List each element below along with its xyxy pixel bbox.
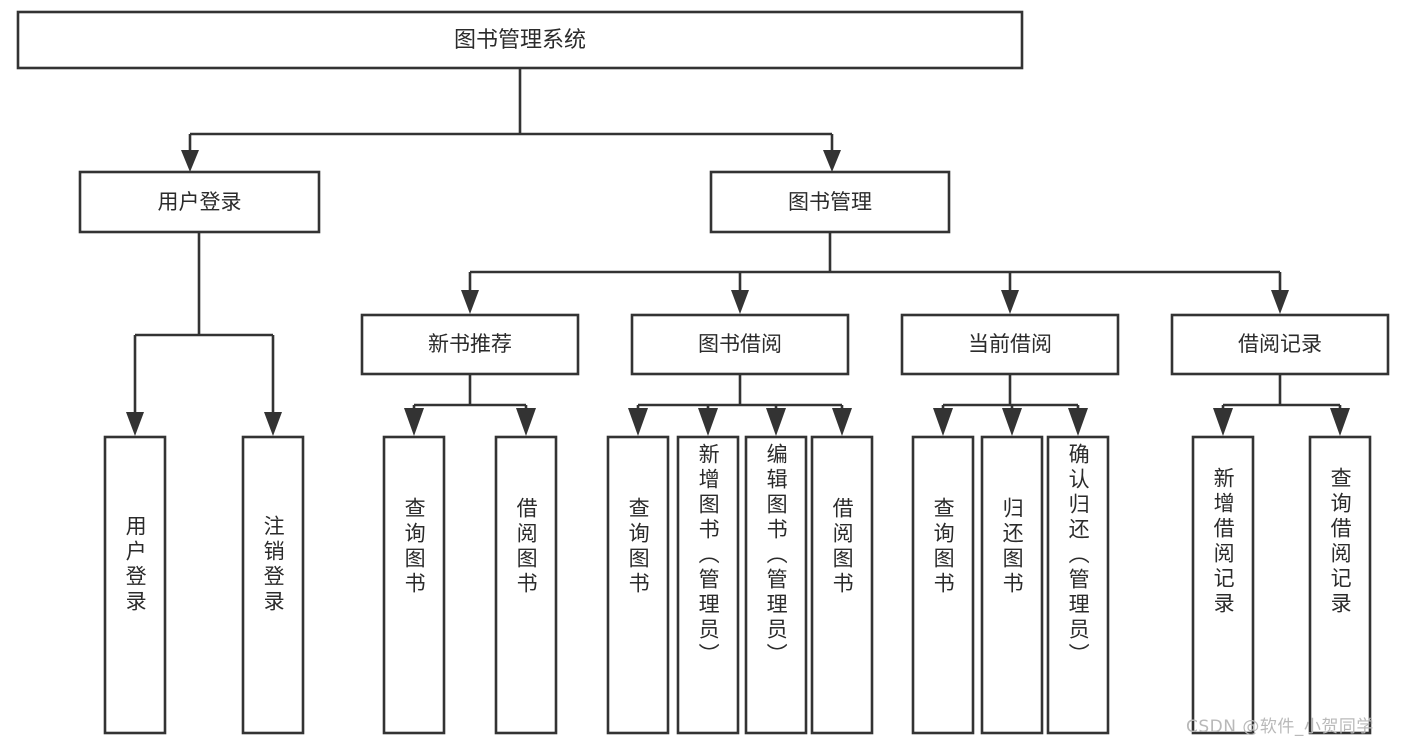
arrow-head-bookmanage-3: [1001, 290, 1019, 314]
node-root-label: 图书管理系统: [454, 28, 586, 53]
arrow-head-bookborrow-3: [766, 408, 786, 436]
node-book-borrow-label: 图书借阅: [698, 332, 782, 356]
leaf-box-current-borrow-3[interactable]: [1046, 435, 1110, 735]
arrow-head-borrowrecord-1: [1213, 408, 1233, 436]
node-user-login[interactable]: 用户登录: [78, 170, 321, 234]
node-current-borrow[interactable]: 当前借阅: [900, 313, 1120, 376]
arrow-head-root-1: [181, 150, 199, 172]
connector-group-new-book: [404, 374, 536, 436]
node-user-login-label: 用户登录: [158, 190, 242, 214]
arrow-head-bookmanage-4: [1271, 290, 1289, 314]
arrow-head-borrowrecord-2: [1330, 408, 1350, 436]
arrow-head-currentborrow-1: [933, 408, 953, 436]
arrow-head-bookborrow-2: [698, 408, 718, 436]
arrow-head-currentborrow-2: [1002, 408, 1022, 436]
node-book-manage-label: 图书管理: [788, 190, 872, 214]
arrow-head-currentborrow-3: [1068, 408, 1088, 436]
node-new-book-recommend-label: 新书推荐: [428, 332, 512, 356]
leaf-box-new-book-1[interactable]: [382, 435, 446, 735]
node-user-login-box[interactable]: [78, 170, 321, 234]
arrow-head-bookborrow-4: [832, 408, 852, 436]
leaf-box-book-borrow-2[interactable]: [676, 435, 740, 735]
connector-group-borrow-record: [1213, 374, 1350, 436]
leaf-box-borrow-record-1[interactable]: [1191, 435, 1255, 735]
node-borrow-record[interactable]: 借阅记录: [1170, 313, 1390, 376]
connector-group-user-login: [126, 232, 282, 436]
connector-group-book-manage: [461, 232, 1289, 314]
node-root-box[interactable]: [16, 10, 1024, 70]
node-new-book-recommend[interactable]: 新书推荐: [360, 313, 580, 376]
arrow-head-root-2: [823, 150, 841, 172]
connector-group-current-borrow: [933, 374, 1088, 436]
arrow-head-bookmanage-1: [461, 290, 479, 314]
leaf-box-current-borrow-1[interactable]: [911, 435, 975, 735]
leaf-box-user-login-1[interactable]: [103, 435, 167, 735]
node-borrow-record-box[interactable]: [1170, 313, 1390, 376]
node-current-borrow-label: 当前借阅: [968, 332, 1052, 356]
leaf-box-current-borrow-2[interactable]: [980, 435, 1044, 735]
arrow-head-bookborrow-1: [628, 408, 648, 436]
leaf-box-new-book-2[interactable]: [494, 435, 558, 735]
connector-group-book-borrow: [628, 374, 852, 436]
node-borrow-record-label: 借阅记录: [1238, 332, 1322, 356]
arrow-head-newbook-1: [404, 408, 424, 436]
node-root[interactable]: 图书管理系统: [16, 10, 1024, 70]
node-new-book-recommend-box[interactable]: [360, 313, 580, 376]
arrow-head-newbook-2: [516, 408, 536, 436]
arrow-head-userlogin-2: [264, 412, 282, 436]
arrow-head-bookmanage-2: [731, 290, 749, 314]
node-book-manage-box[interactable]: [709, 170, 951, 234]
arrow-head-userlogin-1: [126, 412, 144, 436]
watermark-label: CSDN @软件_小贺同学: [1186, 717, 1374, 737]
leaf-box-borrow-record-2[interactable]: [1308, 435, 1372, 735]
node-current-borrow-box[interactable]: [900, 313, 1120, 376]
leaf-box-book-borrow-1[interactable]: [606, 435, 670, 735]
leaf-box-user-login-2[interactable]: [241, 435, 305, 735]
node-book-borrow-box[interactable]: [630, 313, 850, 376]
leaf-box-book-borrow-3[interactable]: [744, 435, 808, 735]
connector-group-root: [181, 68, 841, 172]
leaf-box-book-borrow-4[interactable]: [810, 435, 874, 735]
node-book-manage[interactable]: 图书管理: [709, 170, 951, 234]
node-book-borrow[interactable]: 图书借阅: [630, 313, 850, 376]
